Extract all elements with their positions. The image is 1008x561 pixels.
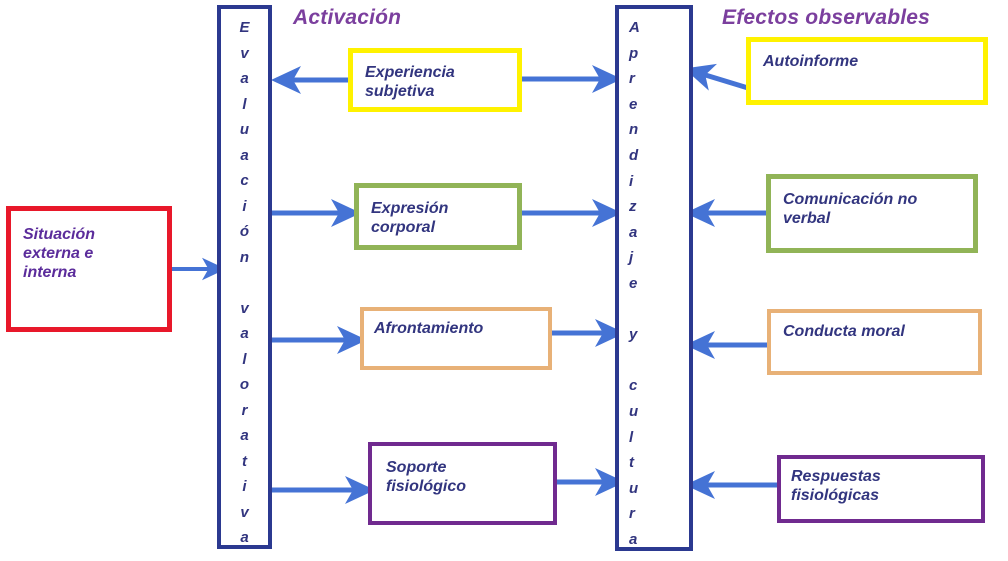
column-letter: n [629, 121, 639, 139]
header-activacion: Activación [293, 6, 402, 29]
header-efectos-observables: Efectos observables [722, 6, 931, 29]
column-letter: i [629, 172, 634, 190]
box-afrontamiento[interactable]: Afrontamiento [360, 307, 552, 370]
box-situacion-label: Situación externa e interna [23, 226, 96, 281]
column-letter: a [240, 146, 249, 164]
box-comunicacion-no-verbal-label: Comunicación no verbal [783, 191, 918, 227]
column-letter: A [629, 19, 640, 36]
box-soporte-fisiologico-label: Soporte fisiológico [386, 459, 466, 495]
column-letter: t [242, 452, 247, 470]
column-letter: a [629, 530, 638, 548]
box-conducta-moral-label: Conducta moral [783, 323, 905, 340]
column-letter: n [239, 248, 250, 266]
column-letter: ó [239, 223, 250, 240]
column-letter: o [239, 376, 250, 393]
connector-aprendizaje-autoinforme [684, 63, 749, 91]
box-afrontamiento-label: Afrontamiento [374, 320, 484, 337]
column-letter: c [240, 172, 249, 189]
box-respuestas-fisiologicas-label: Respuestas fisiológicas [791, 468, 881, 504]
column-letter: a [629, 223, 638, 241]
box-soporte-fisiologico[interactable]: Soporte fisiológico [368, 442, 557, 525]
column-letter: r [629, 505, 635, 523]
column-letter: l [629, 428, 634, 446]
column-letter: a [240, 529, 249, 546]
column-letter: v [240, 44, 249, 62]
column-letter: E [239, 19, 250, 36]
column-letter: r [629, 70, 635, 88]
column-letter: p [629, 44, 639, 62]
box-autoinforme-label: Autoinforme [763, 53, 859, 70]
box-situacion-externa-interna[interactable]: Situación externa e interna [6, 206, 172, 332]
column-letter: a [240, 70, 249, 87]
box-expresion-corporal-label: Expresión corporal [371, 200, 449, 236]
column-letter: j [629, 249, 634, 267]
column-letter: r [241, 401, 248, 419]
box-autoinforme[interactable]: Autoinforme [746, 37, 988, 105]
column-letter: z [629, 198, 637, 216]
column-letter: t [629, 454, 634, 472]
column-letter: v [240, 503, 249, 521]
box-experiencia-subjetiva[interactable]: Experiencia subjetiva [348, 48, 522, 112]
column-letter: l [242, 95, 247, 113]
column-letter: u [629, 479, 639, 497]
column-letter [629, 297, 689, 323]
column-letter: a [240, 427, 249, 444]
box-expresion-corporal[interactable]: Expresión corporal [354, 183, 522, 250]
column-letter: e [629, 95, 638, 113]
column-letter: e [629, 274, 638, 292]
column-letter: c [629, 377, 638, 395]
box-comunicacion-no-verbal[interactable]: Comunicación no verbal [766, 174, 978, 253]
box-respuestas-fisiologicas[interactable]: Respuestas fisiológicas [777, 455, 985, 523]
column-letter: d [629, 146, 639, 164]
column-letter: i [242, 197, 247, 215]
column-letter: i [242, 478, 247, 495]
column-letter: y [629, 326, 638, 344]
box-conducta-moral[interactable]: Conducta moral [767, 309, 982, 375]
column-letter [629, 348, 689, 374]
column-letter: l [242, 350, 247, 368]
column-letter: u [239, 121, 250, 138]
column-letter: v [240, 299, 249, 317]
column-letter: u [629, 402, 639, 420]
column-letter: a [240, 325, 249, 342]
box-experiencia-subjetiva-label: Experiencia subjetiva [365, 64, 455, 100]
column-letter [221, 270, 268, 296]
